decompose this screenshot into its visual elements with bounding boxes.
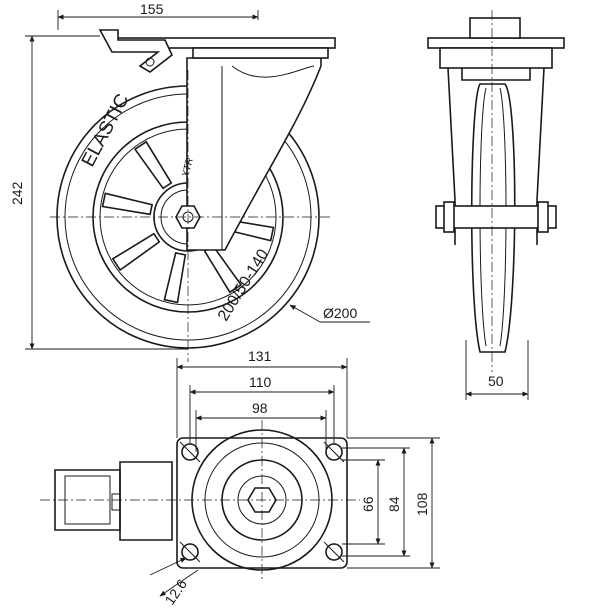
wheel-spoke (111, 232, 161, 272)
top-view: 131 110 98 66 84 108 12.6 (40, 348, 440, 608)
tread-label: ELASTIC (78, 91, 134, 171)
wheel-spoke (101, 192, 154, 216)
fork-legs-front (447, 67, 545, 245)
tyre-size-label: 200/50-140 (215, 246, 272, 324)
dim-110: 110 (249, 374, 272, 390)
dim-50: 50 (488, 373, 504, 389)
dim-108: 108 (414, 492, 430, 516)
dim-12-6: 12.6 (161, 576, 190, 608)
top-plate-front (427, 37, 565, 49)
fork-leg (186, 57, 322, 251)
bolt-holes (179, 441, 345, 563)
axle-front (435, 205, 557, 229)
dim-84: 84 (386, 496, 402, 512)
side-view: ELASTIC 200/50-140 XTR 155 242 Ø200 (9, 1, 370, 362)
wheel-spoke (133, 140, 173, 190)
dim-242: 242 (9, 181, 25, 205)
brake-pedal (98, 29, 173, 73)
dim-98: 98 (252, 400, 268, 416)
dim-66: 66 (360, 496, 376, 512)
dim-131: 131 (248, 348, 272, 364)
hub-logo: XTR (180, 157, 196, 180)
wheel-spoke (163, 251, 187, 304)
dim-diameter: Ø200 (323, 305, 357, 321)
front-view: 50 (427, 10, 565, 400)
dim-155: 155 (140, 1, 164, 17)
